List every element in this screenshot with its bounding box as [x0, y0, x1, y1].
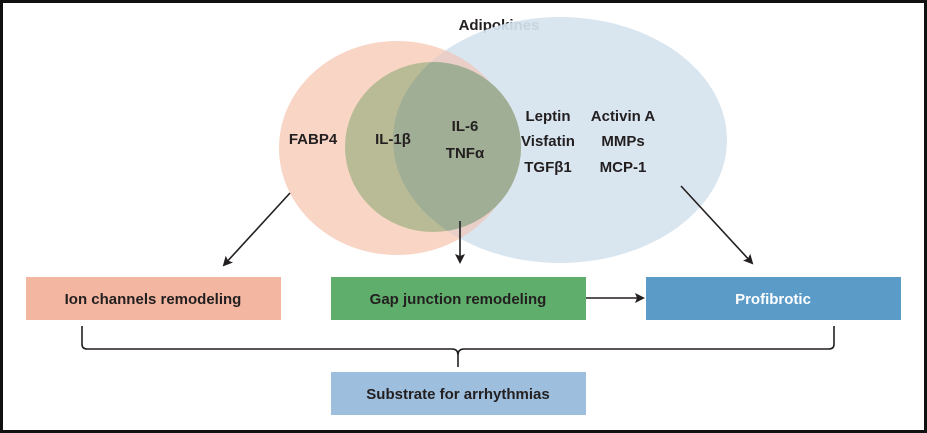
label-il6: IL-6 — [452, 118, 479, 135]
label-visfatin: Visfatin — [521, 133, 575, 150]
profibrotic-box: Profibrotic — [646, 277, 901, 320]
ion-channels-box: Ion channels remodeling — [26, 277, 281, 320]
label-activin-a: Activin A — [591, 108, 656, 125]
label-fabp4: FABP4 — [289, 131, 338, 148]
substrate-label: Substrate for arrhythmias — [366, 386, 549, 403]
gap-junction-label: Gap junction remodeling — [370, 291, 547, 308]
label-mmps: MMPs — [601, 133, 644, 150]
arrow-to-ion-channels — [222, 192, 291, 267]
arrow-to-profibrotic — [680, 185, 754, 265]
profibrotic-label: Profibrotic — [735, 291, 811, 308]
gap-junction-box: Gap junction remodeling — [331, 277, 586, 320]
label-il1b: IL-1β — [375, 131, 411, 148]
bracket — [81, 326, 835, 367]
ion-channels-label: Ion channels remodeling — [65, 291, 242, 308]
label-tgfb1: TGFβ1 — [524, 159, 572, 176]
label-tnfa: TNFα — [446, 145, 485, 162]
label-leptin: Leptin — [526, 108, 571, 125]
inner-right-overlap — [393, 62, 521, 232]
label-mcp1: MCP-1 — [600, 159, 647, 176]
substrate-box: Substrate for arrhythmias — [331, 372, 586, 415]
